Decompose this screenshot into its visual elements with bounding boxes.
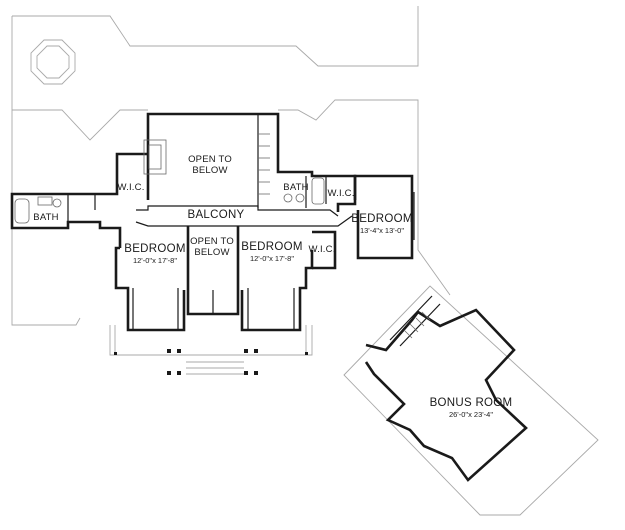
bedroom-center-size: 12'-0"x 17'-8"	[250, 254, 294, 263]
wic-left-label: W.I.C.	[117, 182, 144, 193]
bedroom-left-size: 12'-0"x 17'-8"	[133, 256, 177, 265]
roof-outline	[11, 6, 451, 375]
bath-center-label: BATH	[283, 182, 308, 193]
bedroom-center-label: BEDROOM	[241, 241, 303, 253]
open-to-below-top-label-1: OPEN TO	[188, 154, 232, 165]
wic-lower-label: W.I.C.	[308, 244, 335, 255]
gazebo-octagon	[30, 39, 76, 85]
bonus-room-wing	[343, 285, 599, 516]
balcony-label: BALCONY	[187, 209, 244, 221]
fixtures	[14, 133, 325, 224]
wic-upper-right-label: W.I.C.	[327, 188, 354, 199]
porch-posts	[114, 349, 308, 375]
bonus-room-label: BONUS ROOM	[430, 397, 513, 409]
open-to-below-mid-label-1: OPEN TO	[190, 236, 234, 247]
open-to-below-top-label-2: BELOW	[192, 165, 227, 176]
open-to-below-mid-label-2: BELOW	[194, 247, 229, 258]
bath-left-label: BATH	[33, 212, 58, 223]
room-labels: OPEN TO BELOW W.I.C. BATH W.I.C. BATH BA…	[33, 154, 512, 419]
bedroom-left-label: BEDROOM	[124, 243, 186, 255]
main-walls	[10, 112, 415, 332]
bedroom-right-label: BEDROOM	[351, 213, 413, 225]
bonus-room-size: 26'-0"x 23'-4"	[449, 410, 493, 419]
bedroom-right-size: 13'-4"x 13'-0"	[360, 226, 404, 235]
